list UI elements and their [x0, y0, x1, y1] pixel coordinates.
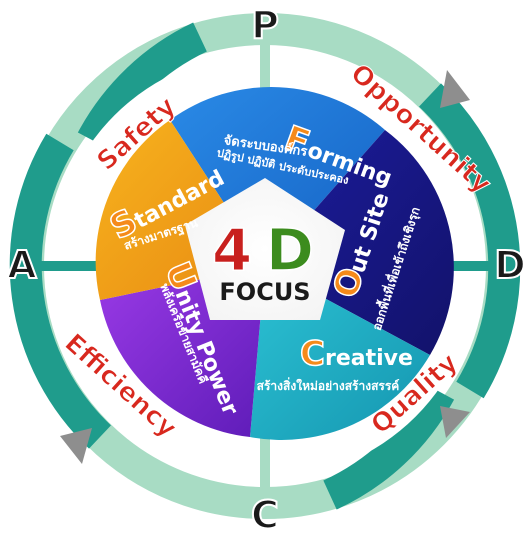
letter-c: C — [251, 493, 279, 533]
spoke-top — [260, 29, 270, 97]
letter-d: D — [494, 243, 526, 287]
arrow-head-bottom-right — [440, 406, 470, 438]
arrow-head-bottom-left — [60, 428, 92, 464]
ring-arc-right — [418, 83, 521, 399]
center-pentagon — [185, 178, 345, 320]
spoke-right — [432, 261, 502, 271]
center-d: D — [266, 216, 314, 284]
ring-arc-top-left — [77, 22, 208, 148]
arrow-head-top-right — [440, 70, 470, 108]
center-4: 4 — [212, 216, 252, 284]
segment-outsite — [265, 130, 454, 355]
creative-initial: C — [300, 334, 325, 374]
letter-a: A — [7, 243, 37, 287]
creative-rest: reative — [325, 346, 413, 371]
creative-group: C reative — [299, 333, 413, 375]
segments — [95, 87, 454, 440]
center-focus: FOCUS — [219, 278, 310, 306]
segment-forming — [170, 87, 385, 267]
ring-arc-left — [9, 133, 112, 449]
spoke-bottom — [260, 434, 270, 502]
spoke-left — [28, 261, 98, 271]
ring-arc-bottom-right — [323, 384, 455, 510]
letter-p: P — [251, 3, 279, 47]
creative-thai-1: สร้างสิ่งใหม่อย่างสร้างสรรค์ — [257, 377, 400, 393]
